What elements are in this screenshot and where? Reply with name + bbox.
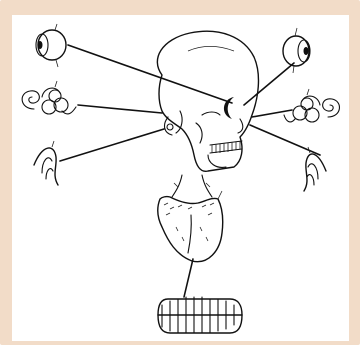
ear-icon-left bbox=[22, 81, 76, 114]
anatomy-diagram bbox=[12, 15, 349, 341]
connector-left-ear bbox=[78, 105, 162, 113]
connector-lines bbox=[60, 45, 320, 297]
skull-illustration bbox=[157, 31, 258, 171]
connector-tongue bbox=[184, 259, 193, 297]
tongue-illustration bbox=[158, 191, 223, 262]
diagram-panel bbox=[12, 15, 349, 341]
connector-right-ear bbox=[252, 110, 292, 117]
nerve-icon-left bbox=[34, 141, 58, 185]
eye-icon-left bbox=[36, 24, 66, 67]
teeth-illustration bbox=[158, 297, 242, 333]
throat-lines bbox=[172, 175, 212, 197]
connector-left-eye bbox=[68, 45, 232, 103]
connector-left-nerve bbox=[60, 129, 164, 161]
connector-right-eye bbox=[244, 63, 294, 105]
eye-icon-right bbox=[283, 28, 310, 73]
ear-icon-right bbox=[284, 89, 339, 122]
